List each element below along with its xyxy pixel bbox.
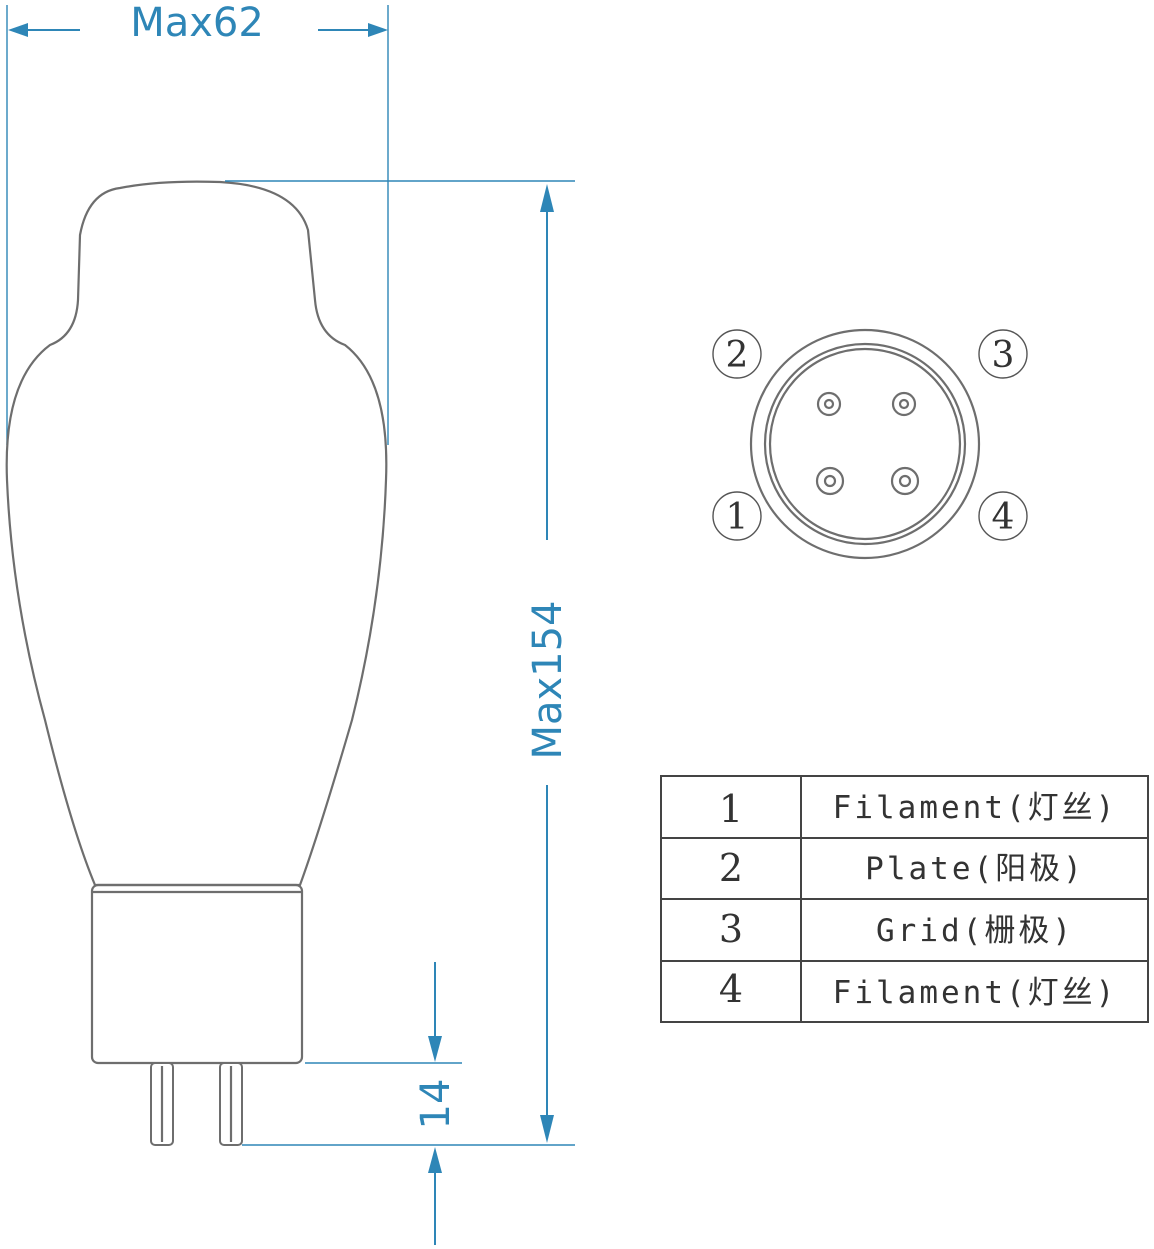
tube-base bbox=[90, 883, 304, 1065]
width-label: Max62 bbox=[130, 0, 264, 46]
pin-label-1: 1 bbox=[712, 491, 762, 541]
table-row-3-pin: 3 bbox=[719, 907, 743, 951]
socket-pin-4-hole bbox=[890, 466, 920, 496]
pin-label-3: 3 bbox=[978, 329, 1028, 379]
svg-text:2: 2 bbox=[726, 335, 749, 376]
table-row-4-function: Filament(灯丝) bbox=[833, 975, 1118, 1011]
socket-pin-1-hole bbox=[815, 466, 845, 496]
svg-text:4: 4 bbox=[992, 497, 1015, 538]
table-row-2-function: Plate(阳极) bbox=[865, 851, 1085, 887]
pin-length-label: 14 bbox=[413, 1079, 459, 1130]
svg-text:1: 1 bbox=[726, 497, 749, 538]
table-row-1-pin: 1 bbox=[719, 787, 743, 831]
width-dimension: Max62 bbox=[6, 0, 389, 445]
socket-pin-3-hole bbox=[891, 391, 917, 417]
pin-length-dimension: 14 bbox=[305, 962, 462, 1245]
tube-outline bbox=[5, 180, 388, 1146]
pin-label-2: 2 bbox=[712, 329, 762, 379]
height-dimension: Max154 bbox=[225, 180, 575, 1146]
table-row-1-function: Filament(灯丝) bbox=[833, 790, 1118, 826]
height-label: Max154 bbox=[525, 600, 571, 759]
svg-text:3: 3 bbox=[992, 335, 1015, 376]
table-row-4-pin: 4 bbox=[719, 967, 743, 1011]
table-row-2-pin: 2 bbox=[719, 846, 743, 890]
table-row-3-function: Grid(栅极) bbox=[876, 913, 1074, 949]
pin-function-table: 1 Filament(灯丝) 2 Plate(阳极) 3 Grid(栅极) 4 … bbox=[660, 775, 1149, 1023]
pin-label-4: 4 bbox=[978, 491, 1028, 541]
socket-pin-2-hole bbox=[816, 391, 842, 417]
socket-bottom-view: 2 3 1 4 bbox=[712, 328, 1028, 560]
